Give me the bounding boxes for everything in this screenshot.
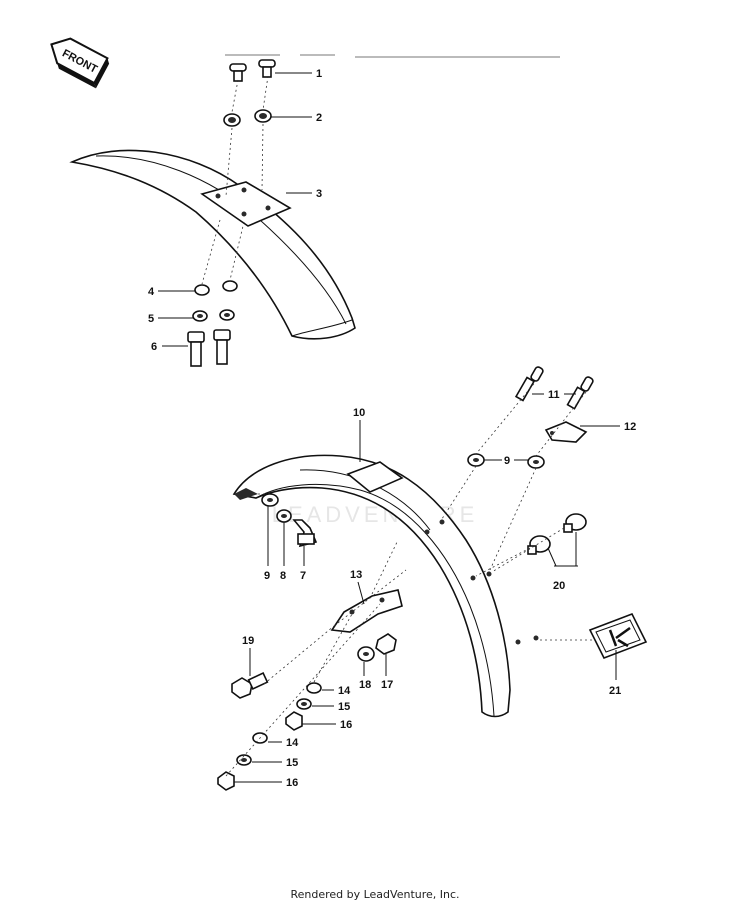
- callout-12: 12: [624, 421, 636, 433]
- bolt-1-pair: [229, 59, 276, 82]
- washers-nut-14-15-16-b: [217, 732, 268, 791]
- emblem-21: [588, 612, 648, 660]
- callout-13: 13: [350, 569, 362, 581]
- callout-8: 8: [280, 570, 286, 582]
- nut-washer-17-18: [357, 633, 397, 662]
- callout-18: 18: [359, 679, 371, 691]
- callout-20: 20: [553, 580, 565, 592]
- callout-21: 21: [609, 685, 621, 697]
- callout-14-lower: 14: [286, 737, 299, 749]
- callout-19: 19: [242, 635, 254, 647]
- mounting-plate: [200, 181, 292, 227]
- callout-11: 11: [548, 389, 560, 401]
- caps-20: [527, 513, 587, 555]
- washers-bolts-4-5-6: [187, 280, 238, 367]
- callout-16-upper: 16: [340, 719, 352, 731]
- bolt-19: [231, 672, 269, 699]
- callout-numbers: 1 2 3 4 5 6 7 8 9 9 10 11 12 13 14 14 15…: [148, 68, 636, 789]
- rear-fender: [232, 454, 539, 718]
- callout-3: 3: [316, 188, 322, 200]
- callout-14-upper: 14: [338, 685, 351, 697]
- callout-2: 2: [316, 112, 322, 124]
- callout-1: 1: [316, 68, 322, 80]
- callout-9-left: 9: [264, 570, 270, 582]
- assembly-guide-lines: [201, 75, 592, 777]
- callout-16-lower: 16: [286, 777, 298, 789]
- callout-9-right: 9: [504, 455, 510, 467]
- bolts-11-bracket-12: [514, 366, 594, 443]
- front-arrow-icon: FRONT: [50, 37, 110, 89]
- bolt-washers-7-8-9: [261, 493, 318, 548]
- exploded-parts-diagram: FRONT: [50, 37, 648, 791]
- callout-5: 5: [148, 313, 154, 325]
- callout-15-upper: 15: [338, 701, 350, 713]
- callout-7: 7: [300, 570, 306, 582]
- callout-15-lower: 15: [286, 757, 298, 769]
- footer-credit: Rendered by LeadVenture, Inc.: [290, 888, 460, 901]
- grommet-2-pair: [223, 109, 272, 127]
- callout-leaders: [158, 72, 620, 783]
- scan-lines: [225, 54, 560, 58]
- callout-10: 10: [353, 407, 365, 419]
- callout-17: 17: [381, 679, 393, 691]
- washers-nut-14-15-16-a: [285, 682, 322, 731]
- callout-4: 4: [148, 286, 155, 298]
- bracket-13: [330, 589, 403, 633]
- front-fender: [69, 149, 356, 340]
- callout-6: 6: [151, 341, 157, 353]
